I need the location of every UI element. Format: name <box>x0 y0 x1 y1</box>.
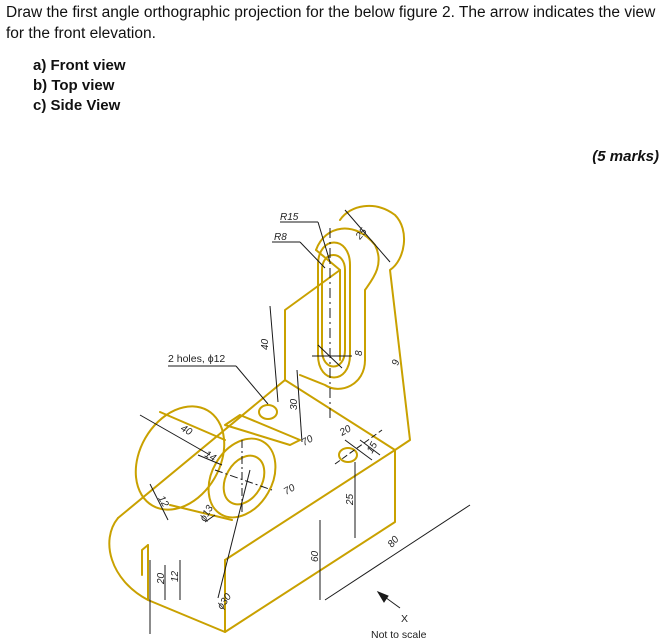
dim-14-line <box>197 454 223 466</box>
dim-30-label: 30 <box>289 398 300 410</box>
r8-leader <box>299 241 326 269</box>
upright-lower-curve <box>299 359 366 390</box>
base-rounded-end <box>108 517 149 601</box>
dimension-lines <box>139 209 471 634</box>
holes-label: 2 holes, ϕ12 <box>168 353 225 365</box>
boss-bore <box>222 454 266 506</box>
question-parts-list: a) Front view b) Top view c) Side View <box>33 56 126 116</box>
base-front-face <box>224 449 396 633</box>
dim-8-label: 8 <box>354 350 365 356</box>
dim-25-mid-label: 25 <box>345 493 356 506</box>
dim-13-leader <box>204 514 216 523</box>
dim-80-label: 80 <box>386 534 402 550</box>
dim-9-label: 9 <box>390 358 402 367</box>
dim-12b-label: 12 <box>170 570 181 582</box>
dim-70b-label: 70 <box>282 482 298 497</box>
dim-25-top-label: 25 <box>353 226 370 243</box>
dim-12a-line <box>149 483 169 521</box>
dim-15-line <box>359 439 381 456</box>
hole-1 <box>258 404 278 420</box>
dim-40-left-label: 40 <box>179 423 195 438</box>
dim-30-line <box>296 369 303 443</box>
part-b-top-view: b) Top view <box>33 77 115 94</box>
boss-centerline-h <box>214 469 273 491</box>
dim-14-label: 14 <box>203 449 219 464</box>
dim-20-line <box>344 439 373 461</box>
question-text: Draw the first angle orthographic projec… <box>6 4 656 42</box>
upright-slot-outer <box>317 241 351 379</box>
upright-left-face <box>284 269 341 381</box>
dim-40-left-line <box>139 414 211 456</box>
slot-center-cross-d <box>317 344 343 369</box>
r8-label: R8 <box>274 232 287 243</box>
r15-label: R15 <box>280 212 299 223</box>
hole-2 <box>338 447 358 463</box>
part-a-front-view: a) Front view <box>33 57 126 74</box>
dim-40-label: 40 <box>260 338 271 350</box>
dim-70a-label: 70 <box>300 433 316 448</box>
boss-tangent-lines <box>159 411 233 521</box>
dim-12a-label: 12 <box>155 494 170 510</box>
base-bottom-edge <box>147 599 226 633</box>
dim-30-bottom-label: ϕ30 <box>215 591 234 611</box>
hole-2-axis <box>334 429 383 465</box>
base-step <box>141 544 149 576</box>
holes-leader <box>235 365 269 405</box>
dim-25-line <box>344 209 391 263</box>
base-top-face <box>117 379 396 561</box>
dim-80-line <box>324 504 471 601</box>
dim-30-bottom-leader <box>217 469 251 599</box>
r15-leader <box>317 221 331 263</box>
marks-label: (5 marks) <box>592 148 659 165</box>
part-c-side-view: c) Side View <box>33 97 121 114</box>
dim-20-bottom-label: 20 <box>156 572 167 585</box>
dim-15-label: 15 <box>365 440 380 456</box>
dim-40-line <box>269 305 279 403</box>
scale-note: Not to scale <box>371 629 427 641</box>
object-outline <box>108 204 411 633</box>
upright-top-arc <box>339 204 411 451</box>
boss-outer-arc <box>134 405 226 511</box>
dim-20-label: 20 <box>337 423 353 439</box>
view-arrow-head <box>376 590 389 603</box>
upright-slot-inner <box>321 254 346 368</box>
base-slot <box>224 414 301 446</box>
dim-60-label: 60 <box>310 550 321 562</box>
view-arrow-label: X <box>401 613 408 625</box>
